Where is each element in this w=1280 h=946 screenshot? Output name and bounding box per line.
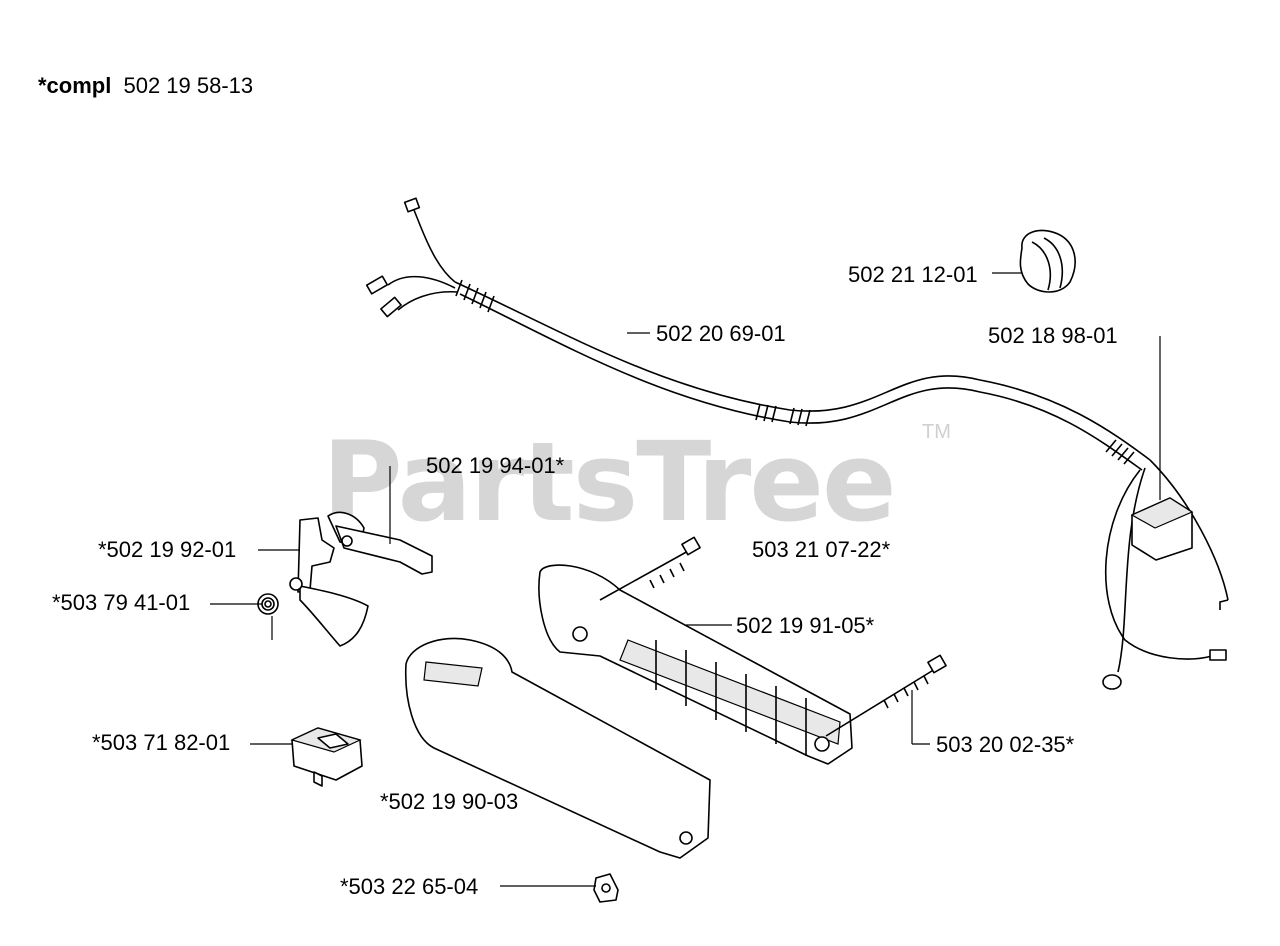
leader-lines: [210, 272, 1161, 887]
watermark-text: PartsTree: [322, 418, 895, 546]
trigger-assembly: [289, 511, 433, 647]
callout-handle-right: 502 19 91-05*: [736, 613, 875, 638]
callout-spring: *503 79 41-01: [52, 590, 190, 615]
callout-labels: 502 21 12-01 502 20 69-01 502 18 98-01 5…: [52, 262, 1118, 899]
assembly-title-prefix: *compl: [38, 73, 111, 98]
callout-nut: *503 22 65-04: [340, 874, 478, 899]
nut: [593, 873, 619, 903]
stop-switch: [290, 727, 363, 787]
callout-connector: 502 18 98-01: [988, 323, 1118, 348]
handle-half-left: [404, 637, 711, 859]
screw-short: [599, 536, 701, 601]
handle-half-right: [538, 564, 853, 765]
assembly-title-number: 502 19 58-13: [123, 73, 253, 98]
callout-stop-switch: *503 71 82-01: [92, 730, 230, 755]
callout-handle-left: *502 19 90-03: [380, 789, 518, 814]
callout-screw-short: 503 21 07-22*: [752, 537, 891, 562]
callout-screw-long: 503 20 02-35*: [936, 732, 1075, 757]
assembly-title: *compl 502 19 58-13: [38, 73, 253, 98]
watermark-tm: TM: [922, 421, 951, 443]
watermark: PartsTree TM: [322, 418, 951, 546]
cable-harness: [365, 197, 1229, 690]
callout-throttle-lever: 502 19 94-01*: [426, 453, 565, 478]
screw-long: [825, 654, 947, 737]
callout-cable: 502 20 69-01: [656, 321, 786, 346]
callout-grommet: 502 21 12-01: [848, 262, 978, 287]
grommet: [1019, 229, 1076, 293]
callout-trigger-lockout: *502 19 92-01: [98, 537, 236, 562]
